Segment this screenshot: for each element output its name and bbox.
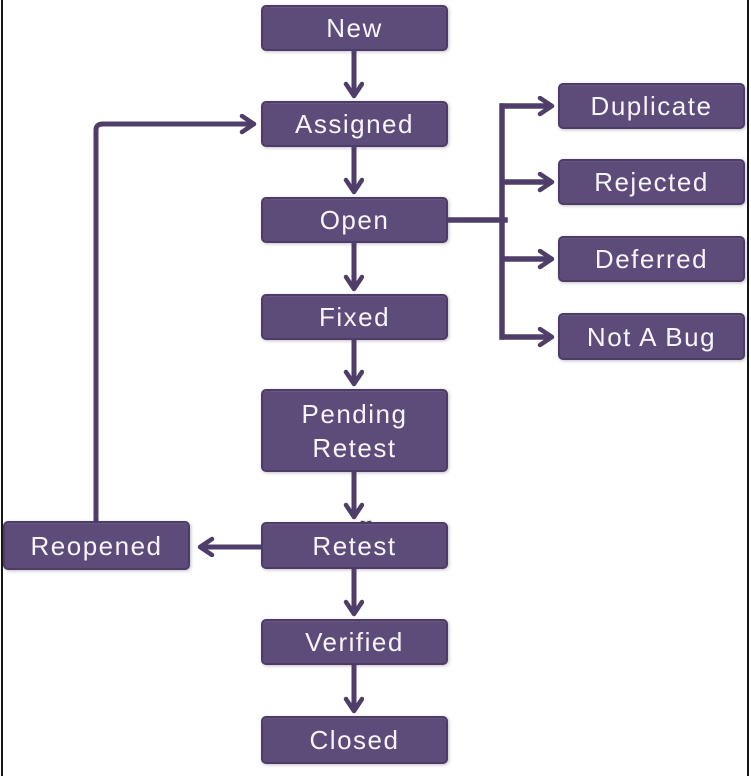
node-assigned: Assigned [261,101,448,147]
reopened-to-assigned-arrow [93,124,253,521]
node-label: Verified [305,627,404,657]
node-pending-retest: Pending Retest [261,389,448,472]
node-rejected: Rejected [558,159,745,205]
node-deferred: Deferred [558,236,745,282]
node-open: Open [261,197,448,243]
branch-spine [445,106,551,337]
node-label: Retest [312,530,397,561]
frame-border-right [747,0,749,776]
node-reopened: Reopened [3,521,190,570]
node-label: Pending Retest [301,398,408,463]
node-label: Reopened [30,530,163,561]
node-closed: Closed [261,716,448,764]
node-label: Rejected [594,167,709,197]
node-label: Fixed [318,302,391,332]
node-fixed: Fixed [261,294,448,340]
node-label: Open [319,205,390,235]
node-new: New [261,5,448,51]
node-retest: Retest [261,522,448,569]
node-label: New [326,13,383,43]
node-label: Not A Bug [586,321,717,352]
frame-border-left [1,0,3,776]
node-label: Deferred [594,244,709,274]
node-duplicate: Duplicate [558,83,745,129]
node-label: Duplicate [590,91,713,121]
node-verified: Verified [261,619,448,665]
node-label: Assigned [295,109,414,139]
node-label: Closed [309,725,400,755]
node-not-a-bug: Not A Bug [558,313,745,360]
